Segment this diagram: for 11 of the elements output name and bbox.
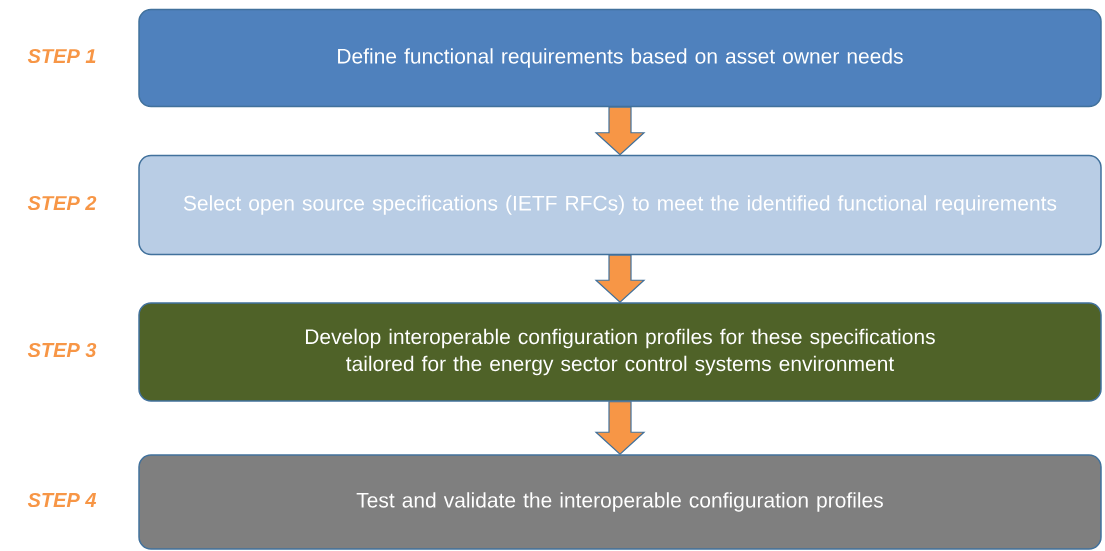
step-label: STEP 3	[27, 342, 97, 358]
block-arrow	[594, 401, 646, 456]
process-box: Select open source specifications (IETF RFCs) to meet the identified functional requirements	[138, 154, 1102, 256]
step-label: STEP 1	[27, 48, 96, 64]
process-box: Test and validate the interoperable configuration profiles	[138, 454, 1102, 550]
process-box: Develop interoperable configuration profiles for these specifications tailored for the energy sector control systems environment	[138, 302, 1102, 402]
block-arrow	[594, 254, 646, 304]
step-label: STEP 4	[27, 492, 97, 508]
step-label: STEP 2	[27, 195, 97, 211]
block-arrow	[594, 106, 646, 156]
process-box: Define functional requirements based on asset owner needs	[138, 8, 1102, 108]
